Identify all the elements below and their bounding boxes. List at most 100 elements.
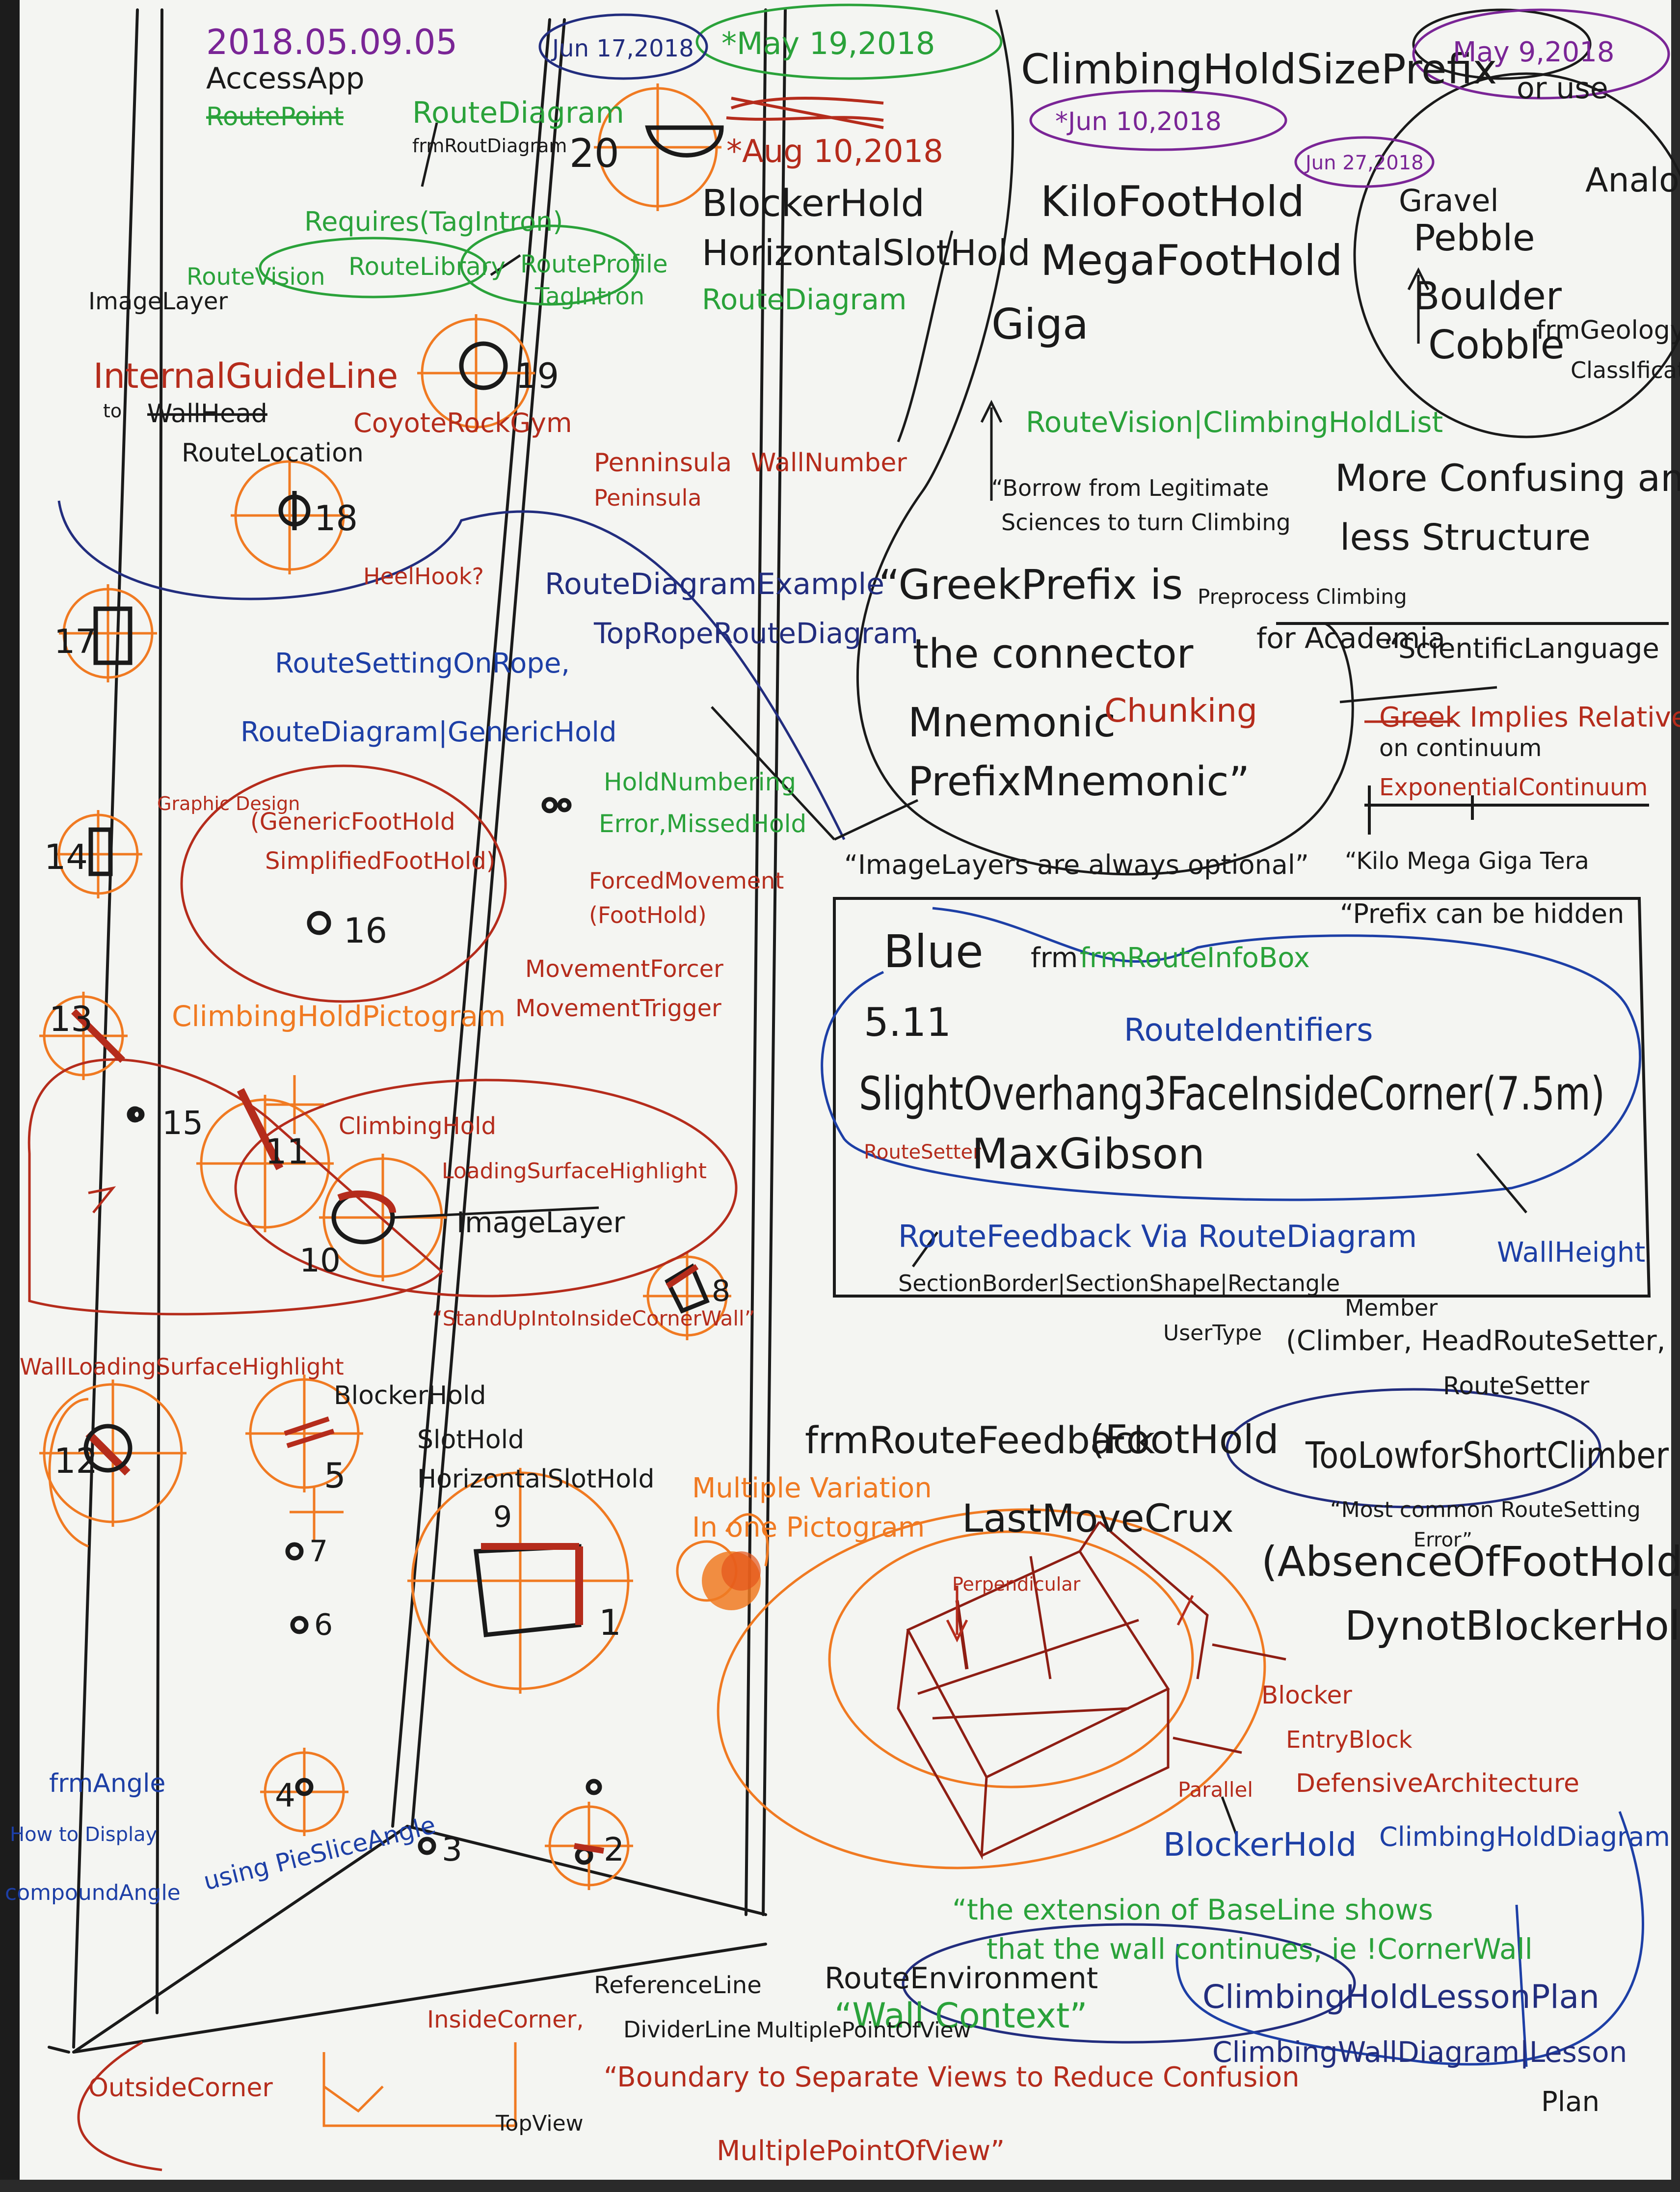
section-border: SectionBorder|SectionShape|Rectangle — [898, 1270, 1340, 1297]
purple-ellipses — [1029, 8, 1670, 188]
perpendicular: Perpendicular — [952, 1573, 1081, 1595]
frm-route-feedback: frmRouteFeedback — [805, 1418, 1155, 1462]
the-connector: the connector — [913, 631, 1194, 677]
pie-slice-angle: using PieSliceAngle — [201, 1811, 438, 1896]
header-app: AccessApp — [206, 61, 365, 96]
hold-11: 11 — [265, 1132, 309, 1172]
error-quote: Error” — [1413, 1529, 1472, 1551]
wall-loading-highlight: WallLoadingSurfaceHighlight — [20, 1353, 344, 1380]
compound-angle: compoundAngle — [5, 1880, 181, 1905]
loading-surface-highlight: LoadingSurfaceHighlight — [442, 1159, 707, 1184]
greek-implies: Greek Implies Relative — [1379, 702, 1680, 733]
penninsula: Penninsula — [594, 448, 732, 478]
frm-route-info-box-prefix: frm — [1031, 942, 1078, 974]
reference-line: ReferenceLine — [594, 1972, 762, 1999]
hold-18: 18 — [314, 498, 358, 539]
image-layer-2: ImageLayer — [456, 1206, 625, 1239]
forced-movement: ForcedMovement — [589, 867, 784, 894]
date-jun17: Jun 17,2018 — [551, 35, 694, 62]
route-name: SlightOverhang3FaceInsideCorner(7.5m) — [859, 1067, 1605, 1121]
hold-13: 13 — [49, 999, 93, 1039]
wall-context: “Wall Context” — [834, 1996, 1088, 2036]
feedback-via-diagram: RouteFeedback Via RouteDiagram — [898, 1218, 1417, 1254]
date-aug10: *Aug 10,2018 — [726, 134, 943, 170]
chunking: Chunking — [1104, 692, 1257, 730]
inside-corner: InsideCorner, — [427, 2006, 584, 2033]
arrows — [88, 1186, 1194, 1643]
defensive-architecture: DefensiveArchitecture — [1296, 1769, 1579, 1798]
hold-12: 12 — [54, 1441, 98, 1481]
mega-foothold: MegaFootHold — [1040, 236, 1343, 285]
orange-ellipses — [48, 1398, 1266, 1869]
orange-sketch — [322, 2042, 517, 2127]
orange-blob — [702, 1551, 761, 1610]
dyno-blocker: DynotBlockerHold) — [1345, 1603, 1680, 1650]
hold-15: 15 — [162, 1104, 203, 1142]
lesson-plan: ClimbingHoldLessonPlan — [1202, 1978, 1600, 2016]
route-vision-list: RouteVision|ClimbingHoldList — [1026, 406, 1443, 439]
climbing-hold-label: ClimbingHold — [339, 1112, 496, 1140]
hold-2: 2 — [604, 1831, 624, 1868]
frm-geology: frmGeology — [1536, 316, 1680, 345]
hold-5: 5 — [324, 1456, 346, 1496]
internal-guideline: InternalGuideLine — [93, 356, 398, 396]
wall-number: WallNumber — [751, 448, 907, 478]
blocker-hold-right: BlockerHold — [702, 181, 925, 225]
too-low: TooLowforShortClimber — [1305, 1434, 1669, 1477]
how-to-display: How to Display — [10, 1823, 157, 1846]
blocker-hold-blue: BlockerHold — [1163, 1826, 1357, 1864]
date-scribble — [726, 97, 884, 129]
image-layer-label: ImageLayer — [88, 288, 228, 315]
in-one-pictogram: In one Pictogram — [692, 1512, 925, 1543]
or-use: or use — [1517, 71, 1608, 106]
hold-10: 10 — [299, 1242, 341, 1279]
route-info-box — [833, 622, 1669, 1298]
hold-glyphs — [71, 125, 724, 1865]
blue-ellipses — [821, 907, 1644, 2067]
hold-19: 19 — [515, 356, 559, 396]
route-setter-user: RouteSetter — [1443, 1372, 1590, 1400]
scientific-language: “ScientificLanguage — [1384, 633, 1659, 665]
route-vision-label: RouteVision — [187, 263, 325, 291]
hold-diagram: ClimbingHoldDiagram — [1379, 1821, 1670, 1852]
user-type: UserType — [1163, 1321, 1262, 1346]
mnemonic: Mnemonic — [908, 700, 1116, 746]
more-confusing: More Confusing and — [1335, 456, 1680, 500]
hold-numbering: HoldNumbering — [604, 768, 796, 796]
hold-7: 7 — [309, 1534, 328, 1569]
plan-label: Plan — [1541, 2086, 1600, 2118]
sciences-quote: Sciences to turn Climbing — [1001, 509, 1291, 536]
exponential-continuum: ExponentialContinuum — [1379, 774, 1648, 801]
wall-diagram: ClimbingWallDiagram|Lesson — [1212, 2035, 1627, 2069]
setter-name: MaxGibson — [972, 1130, 1205, 1179]
frm-route-info-box: frmRouteInfoBox — [1080, 942, 1310, 974]
hold-4: 4 — [275, 1777, 295, 1814]
user-types: (Climber, HeadRouteSetter, — [1286, 1325, 1665, 1357]
header-route-point: RoutePoint — [206, 102, 344, 132]
date-jun27: Jun 27,2018 — [1304, 152, 1424, 174]
top-rope-route-diagram: TopRopeRouteDiagram — [593, 617, 918, 650]
horizontal-slot-hold-right: HorizontalSlotHold — [702, 232, 1031, 273]
hold-3: 3 — [442, 1831, 462, 1868]
requires-tag-intron: Requires(TagIntron) — [304, 206, 563, 237]
graphic-design: Graphic Design — [157, 793, 300, 814]
route-diagram-right: RouteDiagram — [702, 283, 907, 316]
hold-16: 16 — [344, 911, 387, 951]
blocker-hold-left: BlockerHold — [334, 1381, 486, 1410]
hold-8: 8 — [712, 1274, 730, 1308]
hold-3d-sketch — [897, 1521, 1286, 1860]
wall-height: WallHeight — [1497, 1237, 1645, 1269]
frm-route-diagram: frmRoutDiagram — [412, 135, 567, 157]
hold-1: 1 — [599, 1602, 621, 1643]
route-diagram-example: RouteDiagramExample — [545, 567, 884, 601]
most-common: “Most common RouteSetting — [1330, 1497, 1641, 1522]
movement-trigger: MovementTrigger — [515, 995, 721, 1022]
pebble: Pebble — [1413, 217, 1535, 259]
borrow-quote: “Borrow from Legitimate — [991, 475, 1269, 501]
blocker-label: Blocker — [1261, 1681, 1352, 1709]
generic-hold-label: RouteDiagram|GenericHold — [240, 716, 617, 748]
date-jun10: *Jun 10,2018 — [1055, 107, 1222, 136]
prefix-mnemonic: PrefixMnemonic” — [908, 758, 1250, 805]
foothold-label: (FootHold — [1090, 1417, 1279, 1462]
